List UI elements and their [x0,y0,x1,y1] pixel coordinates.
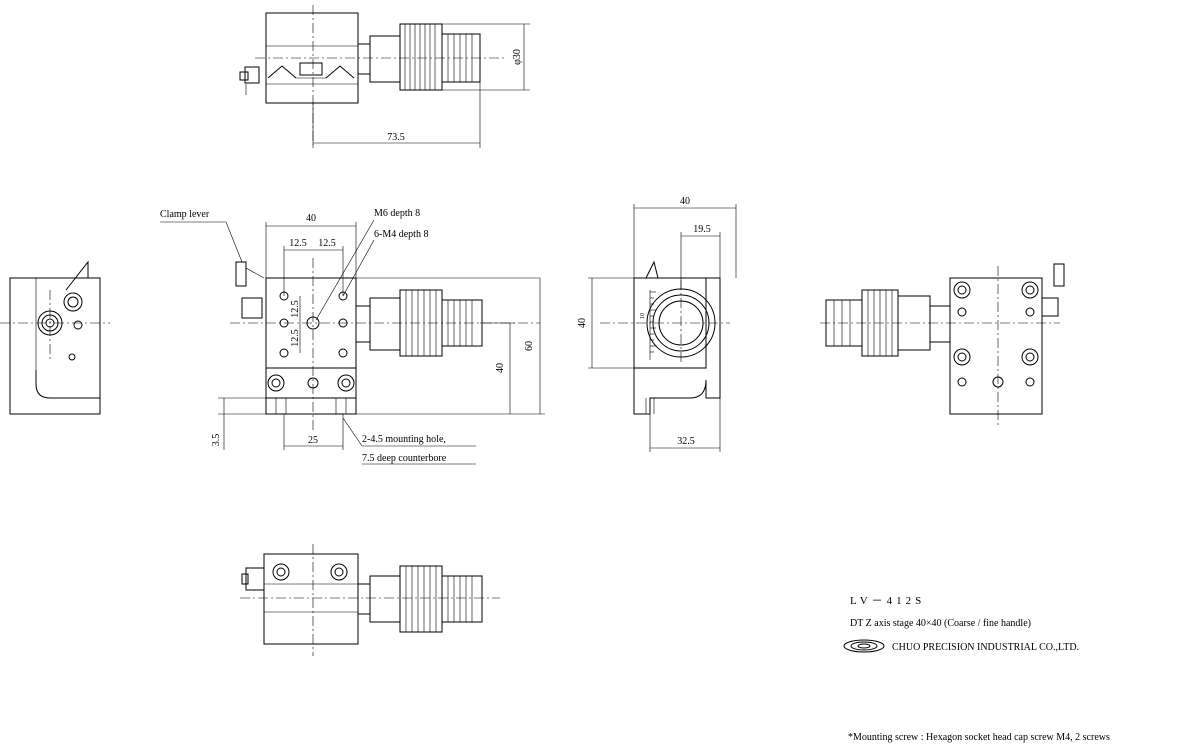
dim-19-5: 19.5 [693,224,711,235]
bottom-knob-knurl [405,566,473,632]
m4-label: 6-M4 depth 8 [374,229,428,240]
dim-40-v: 40 [495,363,506,373]
scale-ticks [650,291,656,353]
stage-description: DT Z axis stage 40×40 (Coarse / fine han… [850,618,1031,629]
m6-label: M6 depth 8 [374,208,420,219]
bottom-view [240,544,500,656]
dim-25: 25 [308,435,318,446]
top-knob-knurl [404,24,473,90]
dim-12-5-b: 12.5 [318,238,336,249]
dim-side-40: 40 [680,196,690,207]
dim-12-5-a: 12.5 [289,238,307,249]
dim-front-40: 40 [306,213,316,224]
mount-label-2: 7.5 deep counterbore [362,453,447,464]
dim-73-5: 73.5 [387,132,405,143]
scale-10-label: 10 [640,313,646,319]
back-view [820,263,1065,428]
front-view: 40 12.5 12.5 12.5 12.5 60 40 25 3.5 [160,213,545,465]
mount-label-1: 2-4.5 mounting hole, [362,434,446,445]
front-knob-knurl [405,290,473,356]
side-view: 10 40 19.5 40 32.5 [577,196,737,452]
model-number: LV－412S [850,595,925,607]
company-name: CHUO PRECISION INDUSTRIAL CO.,LTD. [892,642,1079,653]
title-block: LV－412S DT Z axis stage 40×40 (Coarse / … [843,595,1079,653]
back-knob-knurl [833,290,893,356]
dim-32-5: 32.5 [677,436,695,447]
dim-12-5-v1: 12.5 [290,300,301,318]
dim-3-5: 3.5 [211,434,222,447]
clamp-lever-label: Clamp lever [160,209,210,220]
dim-phi30: φ30 [512,49,523,65]
top-view: φ30 73.5 [239,5,530,148]
dim-side-40-v: 40 [577,318,588,328]
company-logo [843,639,885,653]
dim-12-5-v2: 12.5 [290,329,301,347]
footnote: *Mounting screw : Hexagon socket head ca… [848,732,1110,743]
left-side-view [0,260,110,415]
dim-60: 60 [524,341,535,351]
